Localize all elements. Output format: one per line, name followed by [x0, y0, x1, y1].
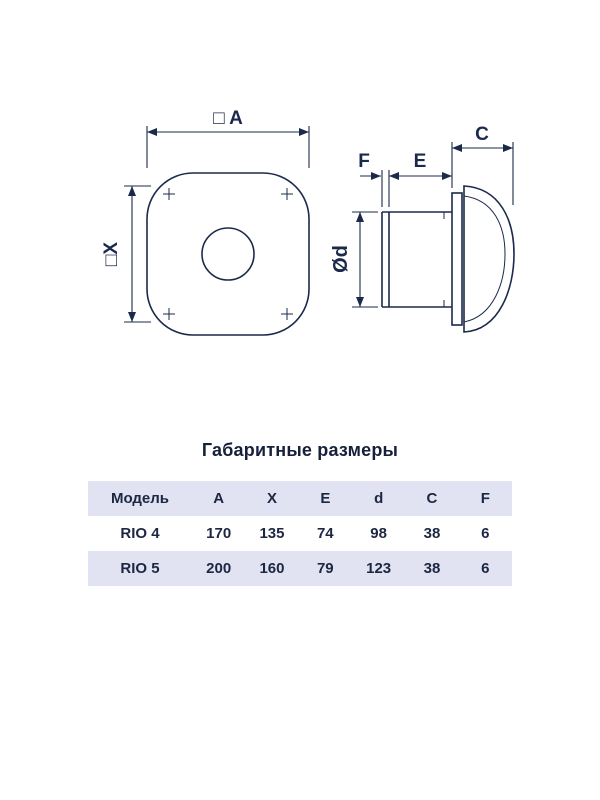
table-row-rio5: RIO 5 200 160 79 123 38 6: [88, 551, 512, 586]
dim-x-label: □X: [101, 242, 122, 266]
dimension-drawing: □ A □X C F E Ød: [101, 108, 515, 336]
value-cell: 170: [206, 525, 232, 542]
value-cell: 38: [423, 560, 441, 577]
dim-d-label: Ød: [330, 245, 352, 273]
dim-e-label: E: [414, 151, 427, 172]
value-cell: 79: [316, 560, 334, 577]
dim-c-label: C: [475, 124, 489, 145]
dimensions-table: Модель A X E d C F RIO 4 170 135 74 98 3…: [88, 481, 512, 586]
fan-hub-circle: [201, 227, 255, 281]
col-header-a: A: [213, 490, 225, 507]
duct-tube: [382, 211, 452, 308]
value-cell: 98: [370, 525, 387, 542]
value-cell: 200: [206, 560, 232, 577]
value-cell: 74: [316, 525, 334, 542]
front-cover-inner-contour: [463, 195, 506, 323]
front-view: [146, 172, 310, 336]
model-cell: RIO 5: [120, 560, 160, 577]
dim-c-extension-lines: [451, 142, 514, 205]
duct-flange-lip: [381, 212, 390, 307]
col-header-d: d: [374, 490, 384, 507]
dim-a-label: □ A: [213, 108, 243, 129]
side-view-dimensions: [352, 142, 514, 308]
dim-d-extension-lines: [352, 211, 378, 308]
model-cell: RIO 4: [120, 525, 160, 542]
dim-f-label: F: [358, 151, 370, 172]
front-cover-profile: [463, 185, 515, 333]
front-view-dimensions: [124, 126, 310, 323]
table-header-row: Модель A X E d C F: [88, 481, 512, 516]
fan-body-plate: [451, 192, 463, 326]
value-cell: 6: [481, 560, 490, 577]
dim-fe-extension-lines: [381, 170, 390, 207]
value-cell: 135: [259, 525, 285, 542]
value-cell: 160: [259, 560, 285, 577]
table-row-rio4: RIO 4 170 135 74 98 38 6: [88, 516, 512, 551]
col-header-x: X: [266, 490, 277, 507]
col-header-c: C: [426, 490, 438, 507]
page-title: Габаритные размеры: [201, 440, 399, 460]
side-view: [381, 185, 515, 333]
value-cell: 123: [366, 560, 392, 577]
value-cell: 38: [423, 525, 441, 542]
corner-screw-marks: [163, 188, 293, 320]
col-header-model: Модель: [110, 490, 170, 507]
col-header-e: E: [320, 490, 331, 507]
fan-front-panel: [146, 172, 310, 336]
value-cell: 6: [481, 525, 490, 542]
col-header-f: F: [480, 490, 490, 507]
